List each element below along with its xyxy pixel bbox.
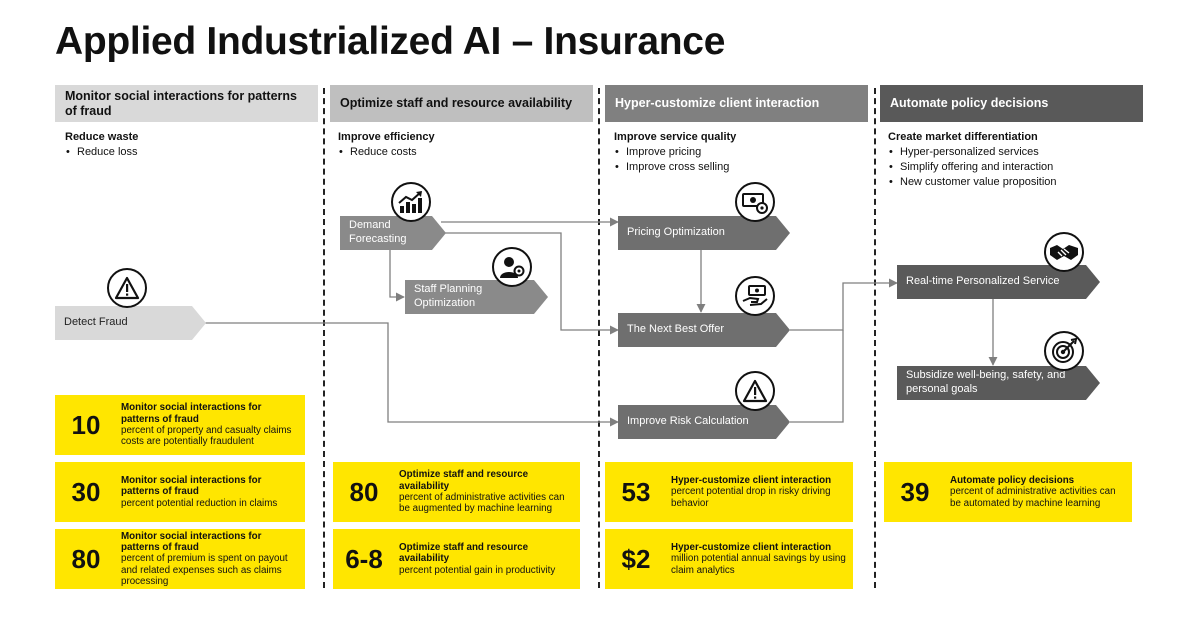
growth-chart-icon bbox=[391, 182, 431, 222]
person-gear-icon bbox=[492, 247, 532, 287]
stat-box-claims-reduction: 30 Monitor social interactions for patte… bbox=[55, 462, 305, 522]
column-header-client: Hyper-customize client interaction bbox=[605, 85, 868, 122]
stat-box-admin-augmented: 80 Optimize staff and resource availabil… bbox=[333, 462, 580, 522]
stat-box-premium-payout: 80 Monitor social interactions for patte… bbox=[55, 529, 305, 589]
node-demand-forecasting: Demand Forecasting bbox=[340, 216, 446, 250]
goal-bullet: Reduce costs bbox=[338, 146, 435, 158]
column-header-policy: Automate policy decisions bbox=[880, 85, 1143, 122]
column-header-staff: Optimize staff and resource availability bbox=[330, 85, 593, 122]
stat-text: Optimize staff and resource availability… bbox=[389, 542, 574, 576]
node-pricing-optimization: Pricing Optimization bbox=[618, 216, 790, 250]
goal-title: Improve service quality bbox=[614, 131, 737, 143]
stat-desc: percent potential gain in productivity bbox=[399, 564, 556, 576]
connector-fraud-to-risk bbox=[205, 322, 619, 427]
stat-title: Monitor social interactions for patterns… bbox=[121, 402, 262, 425]
goal-title: Reduce waste bbox=[65, 131, 139, 143]
goal-bullet: New customer value proposition bbox=[888, 176, 1057, 188]
stat-number: 6-8 bbox=[345, 543, 383, 574]
column-header-fraud: Monitor social interactions for patterns… bbox=[55, 85, 318, 122]
goal-bullet: Reduce loss bbox=[65, 146, 138, 158]
node-label: Real-time Personalized Service bbox=[906, 275, 1060, 288]
target-icon bbox=[1044, 331, 1084, 371]
stat-desc: percent of property and casualty claims … bbox=[121, 425, 292, 448]
stat-title: Hyper-customize client interaction bbox=[671, 475, 832, 487]
node-staff-planning: Staff Planning Optimization bbox=[405, 280, 548, 314]
stat-text: Monitor social interactions for patterns… bbox=[111, 402, 299, 447]
stat-title: Monitor social interactions for patterns… bbox=[121, 475, 262, 498]
stat-number: 39 bbox=[900, 476, 930, 507]
node-improve-risk: Improve Risk Calculation bbox=[618, 405, 790, 439]
stat-number: 10 bbox=[71, 409, 101, 440]
node-next-best-offer: The Next Best Offer bbox=[618, 313, 790, 347]
money-gear-icon bbox=[735, 182, 775, 222]
column-divider bbox=[874, 88, 876, 588]
column-goal-client: Improve service quality Improve pricing … bbox=[614, 131, 736, 176]
stat-number: 80 bbox=[349, 476, 379, 507]
stat-text: Monitor social interactions for patterns… bbox=[111, 531, 299, 587]
goal-bullet: Improve cross selling bbox=[614, 161, 736, 173]
connector-nextbest-to-realtime bbox=[790, 278, 898, 331]
handshake-icon bbox=[1044, 232, 1084, 272]
node-label: Demand Forecasting bbox=[349, 219, 407, 245]
node-realtime-personalized: Real-time Personalized Service bbox=[897, 265, 1100, 299]
goal-title: Create market differentiation bbox=[888, 131, 1038, 143]
column-divider bbox=[323, 88, 325, 588]
node-label: Improve Risk Calculation bbox=[627, 415, 749, 428]
stat-box-productivity-gain: 6-8 Optimize staff and resource availabi… bbox=[333, 529, 580, 589]
stat-desc: percent potential reduction in claims bbox=[121, 497, 278, 509]
node-label: Staff Planning Optimization bbox=[414, 283, 483, 309]
stat-text: Monitor social interactions for patterns… bbox=[111, 475, 299, 509]
warning-icon bbox=[107, 268, 147, 308]
page-title: Applied Industrialized AI – Insurance bbox=[55, 20, 726, 63]
stat-number: 53 bbox=[621, 476, 651, 507]
column-divider bbox=[598, 88, 600, 588]
stat-title: Hyper-customize client interaction bbox=[671, 542, 832, 554]
stat-title: Optimize staff and resource availability bbox=[399, 542, 529, 565]
stat-number: $2 bbox=[621, 543, 651, 574]
goal-bullet: Improve pricing bbox=[614, 146, 736, 158]
stat-desc: percent of administrative activities can… bbox=[399, 492, 565, 515]
node-label: The Next Best Offer bbox=[627, 323, 725, 336]
node-label: Detect Fraud bbox=[64, 316, 128, 329]
stat-title: Automate policy decisions bbox=[950, 475, 1075, 487]
warning-icon bbox=[735, 371, 775, 411]
connector-forecast-to-nextbest bbox=[441, 232, 619, 335]
stat-text: Optimize staff and resource availability… bbox=[389, 469, 574, 514]
stat-desc: percent of administrative activities can… bbox=[950, 486, 1116, 509]
goal-title: Improve efficiency bbox=[338, 131, 435, 143]
goal-bullet: Hyper-personalized services bbox=[888, 146, 1057, 158]
stat-desc: percent potential drop in risky driving … bbox=[671, 486, 831, 509]
goal-bullet: Simplify offering and interaction bbox=[888, 161, 1057, 173]
connector-risk-to-realtime bbox=[790, 330, 844, 423]
column-goal-fraud: Reduce waste Reduce loss bbox=[65, 131, 138, 161]
stat-number: 80 bbox=[71, 543, 101, 574]
stat-title: Monitor social interactions for patterns… bbox=[121, 530, 262, 554]
column-goal-staff: Improve efficiency Reduce costs bbox=[338, 131, 435, 161]
stat-desc: percent of premium is spent on payout an… bbox=[121, 553, 288, 587]
stat-title: Optimize staff and resource availability bbox=[399, 469, 529, 492]
node-label: Pricing Optimization bbox=[627, 226, 725, 239]
stat-box-fraud-costs: 10 Monitor social interactions for patte… bbox=[55, 395, 305, 455]
node-subsidize: Subsidize well-being, safety, and person… bbox=[897, 366, 1100, 400]
hand-offer-icon bbox=[735, 276, 775, 316]
node-detect-fraud: Detect Fraud bbox=[55, 306, 206, 340]
node-label: Subsidize well-being, safety, and person… bbox=[906, 369, 1066, 395]
stat-desc: million potential annual savings by usin… bbox=[671, 553, 846, 576]
column-goal-policy: Create market differentiation Hyper-pers… bbox=[888, 131, 1057, 191]
connector-forecast-to-staff bbox=[389, 249, 405, 302]
stat-number: 30 bbox=[71, 476, 101, 507]
